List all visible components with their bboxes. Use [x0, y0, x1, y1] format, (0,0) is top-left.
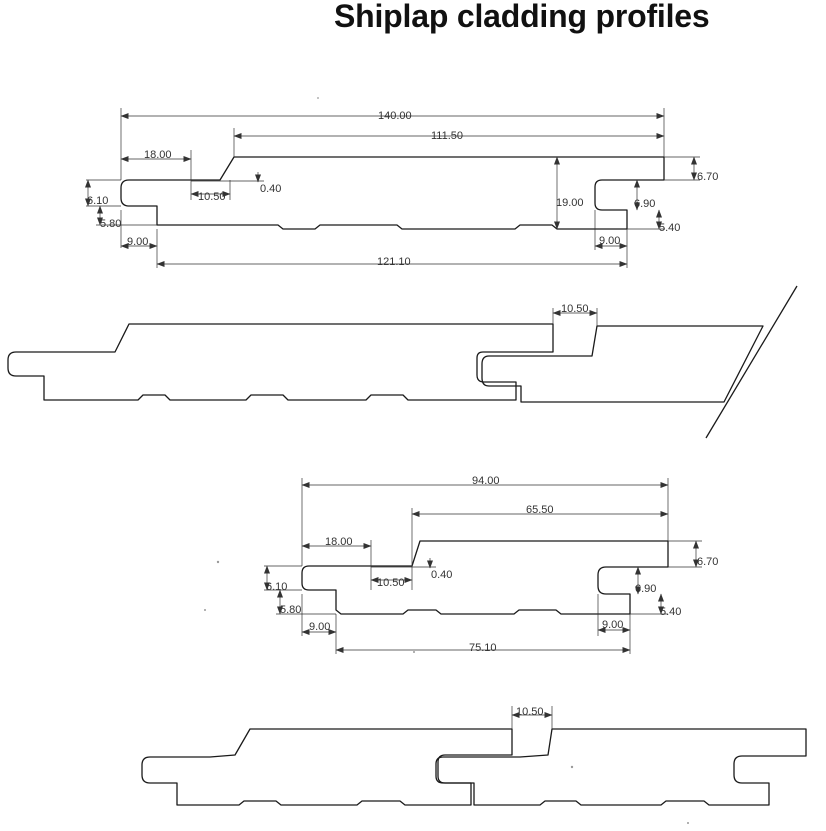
- dim-thickness: 19.00: [556, 197, 584, 209]
- dim-chamfer: 0.40: [260, 183, 281, 195]
- dim-top-lip: 6.70: [697, 171, 718, 183]
- dim-back-width-narrow: 75.10: [469, 642, 497, 654]
- dim-lower-step-left-narrow: 9.00: [309, 621, 330, 633]
- wall-edge-line: [705, 285, 798, 439]
- narrow-assembly-section: 10.50: [141, 706, 807, 806]
- narrow-board-left: [141, 728, 513, 806]
- dim-tongue-thickness-narrow: 6.10: [266, 581, 287, 593]
- dim-back-width: 121.10: [377, 256, 411, 268]
- dim-top-lip-narrow: 6.70: [697, 556, 718, 568]
- dim-chamfer-narrow: 0.40: [431, 569, 452, 581]
- dim-groove-height: 6.90: [634, 198, 655, 210]
- dim-overlap-gap-wide: 10.50: [561, 303, 589, 315]
- dim-groove-height-narrow: 6.90: [635, 583, 656, 595]
- dim-lower-step-left: 9.00: [127, 236, 148, 248]
- dim-tongue-width: 18.00: [144, 149, 172, 161]
- narrow-profile-section: 94.00 65.50 18.00 10.50 0.40 6.10 5.80 9…: [264, 475, 718, 654]
- dim-groove-lip-narrow: 5.40: [660, 606, 681, 618]
- scan-specks: [204, 97, 689, 824]
- wide-board-left: [7, 323, 554, 401]
- page-title: Shiplap cladding profiles: [334, 0, 710, 34]
- dim-face-width: 111.50: [431, 130, 463, 142]
- dim-face-width-narrow: 65.50: [526, 504, 554, 516]
- narrow-profile-outline: [301, 540, 669, 615]
- wide-profile-section: 140.00 111.50 18.00 10.50 0.40 6.10 5.80…: [85, 108, 718, 268]
- dim-tongue-width-narrow: 18.00: [325, 536, 353, 548]
- dim-overall-width-narrow: 94.00: [472, 475, 500, 487]
- narrow-board-right: [435, 728, 807, 806]
- dim-lower-lip-narrow: 5.80: [280, 604, 301, 616]
- dim-rebate-width-narrow: 10.50: [377, 577, 405, 589]
- wide-profile-outline: [120, 156, 665, 230]
- dim-lower-step-right-narrow: 9.00: [602, 619, 623, 631]
- dim-overall-width: 140.00: [378, 110, 412, 122]
- wide-board-right: [481, 325, 764, 403]
- dim-rebate-width: 10.50: [198, 191, 226, 203]
- dim-groove-lip: 5.40: [659, 222, 680, 234]
- wide-assembly-section: 10.50: [7, 285, 798, 439]
- dim-lower-lip: 5.80: [100, 218, 121, 230]
- dim-lower-step-right: 9.00: [599, 235, 620, 247]
- dim-tongue-thickness: 6.10: [87, 195, 108, 207]
- dim-overlap-gap-narrow: 10.50: [516, 706, 544, 718]
